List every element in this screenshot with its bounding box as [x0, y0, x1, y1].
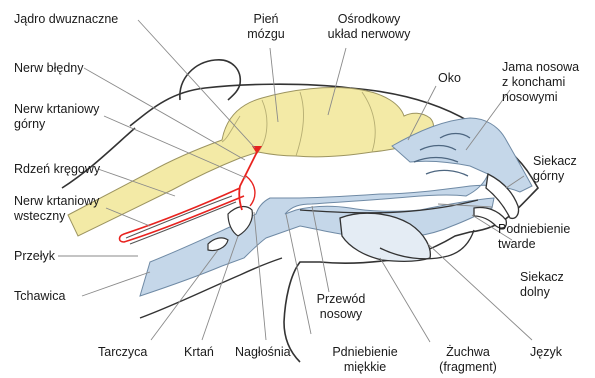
label-esophagus: Przełyk — [14, 249, 55, 264]
label-epiglottis: Nagłośnia — [235, 345, 291, 360]
label-spinal-cord: Rdzeń kręgowy — [14, 162, 100, 177]
ear-outline — [180, 60, 240, 100]
label-eye: Oko — [438, 71, 461, 86]
label-nucleus-ambiguus: Jądro dwuznaczne — [14, 12, 118, 27]
label-hard-palate: Podniebienie twarde — [498, 222, 570, 252]
label-larynx: Krtań — [184, 345, 214, 360]
label-superior-laryngeal-nerve: Nerw krtaniowy górny — [14, 102, 99, 132]
vagus-nerve — [239, 150, 258, 210]
leader-lines — [58, 20, 532, 342]
label-tongue: Język — [530, 345, 562, 360]
label-nasal-cavity: Jama nosowa z konchami nosowymi — [502, 60, 579, 105]
label-upper-incisor: Siekacz górny — [533, 154, 577, 184]
label-thyroid: Tarczyca — [98, 345, 147, 360]
label-vagus-nerve: Nerw błędny — [14, 61, 83, 76]
neck-outline — [62, 128, 135, 188]
label-recurrent-laryngeal-nerve: Nerw krtaniowy wsteczny — [14, 194, 99, 224]
label-lower-incisor: Siekacz dolny — [520, 270, 564, 300]
label-soft-palate: Pdniebienie miękkie — [320, 345, 410, 375]
label-brainstem: Pień mózgu — [231, 12, 301, 42]
label-trachea: Tchawica — [14, 289, 65, 304]
superior-laryngeal-nerve — [246, 176, 255, 206]
label-central-nervous-system: Ośrodkowy układ nerwowy — [312, 12, 426, 42]
label-nasal-duct: Przewód nosowy — [305, 292, 377, 322]
label-mandible: Żuchwa (fragment) — [428, 345, 508, 375]
